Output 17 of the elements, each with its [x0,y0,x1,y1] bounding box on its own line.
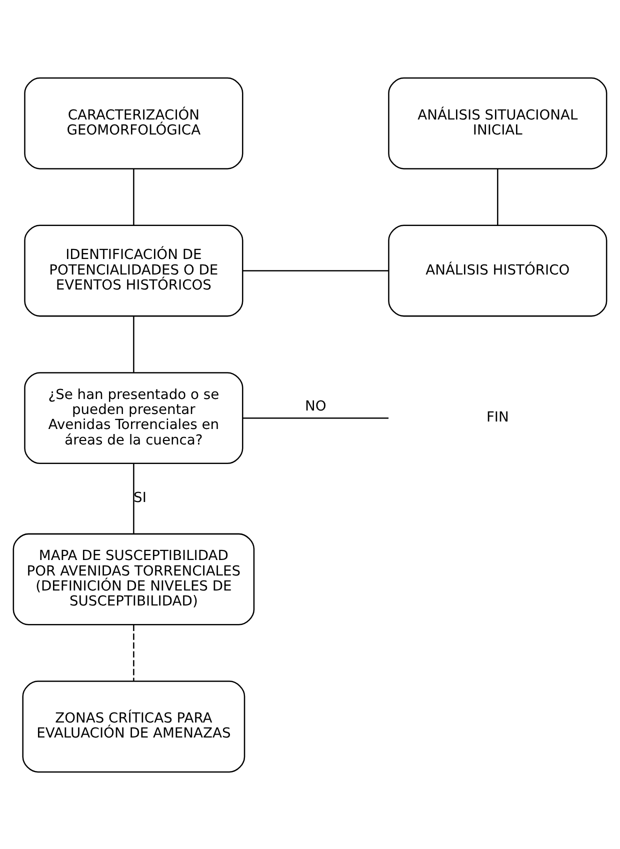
connector [133,624,134,680]
node-box: ¿Se han presentado o se pueden presentar Avenidas Torrenciales en áreas de la cuenca? [24,372,244,464]
connector [242,416,389,418]
connector [497,168,498,224]
node-box: ANÁLISIS SITUACIONAL INICIAL [388,76,608,169]
node-text: FIN [486,409,509,426]
connector [133,316,134,372]
node-box: ANÁLISIS HISTÓRICO [388,224,608,316]
edge-label: SI [134,490,146,506]
edge-label: NO [305,398,326,414]
connector [133,168,134,224]
node-box: MAPA DE SUSCEPTIBILIDAD POR AVENIDAS TORRENCIALES (DEFINICIÓN DE NIVELES DE SUSCEPTIBILIDAD) [12,532,255,625]
node-box: IDENTIFICACIÓN DE POTENCIALIDADES O DE EVENTOS HISTÓRICOS [24,224,244,316]
connector [242,270,389,271]
node-box: ZONAS CRÍTICAS PARA EVALUACIÓN DE AMENAZAS [22,680,246,772]
connector [133,463,134,533]
node-box: CARACTERIZACIÓN GEOMORFOLÓGICA [24,76,244,169]
